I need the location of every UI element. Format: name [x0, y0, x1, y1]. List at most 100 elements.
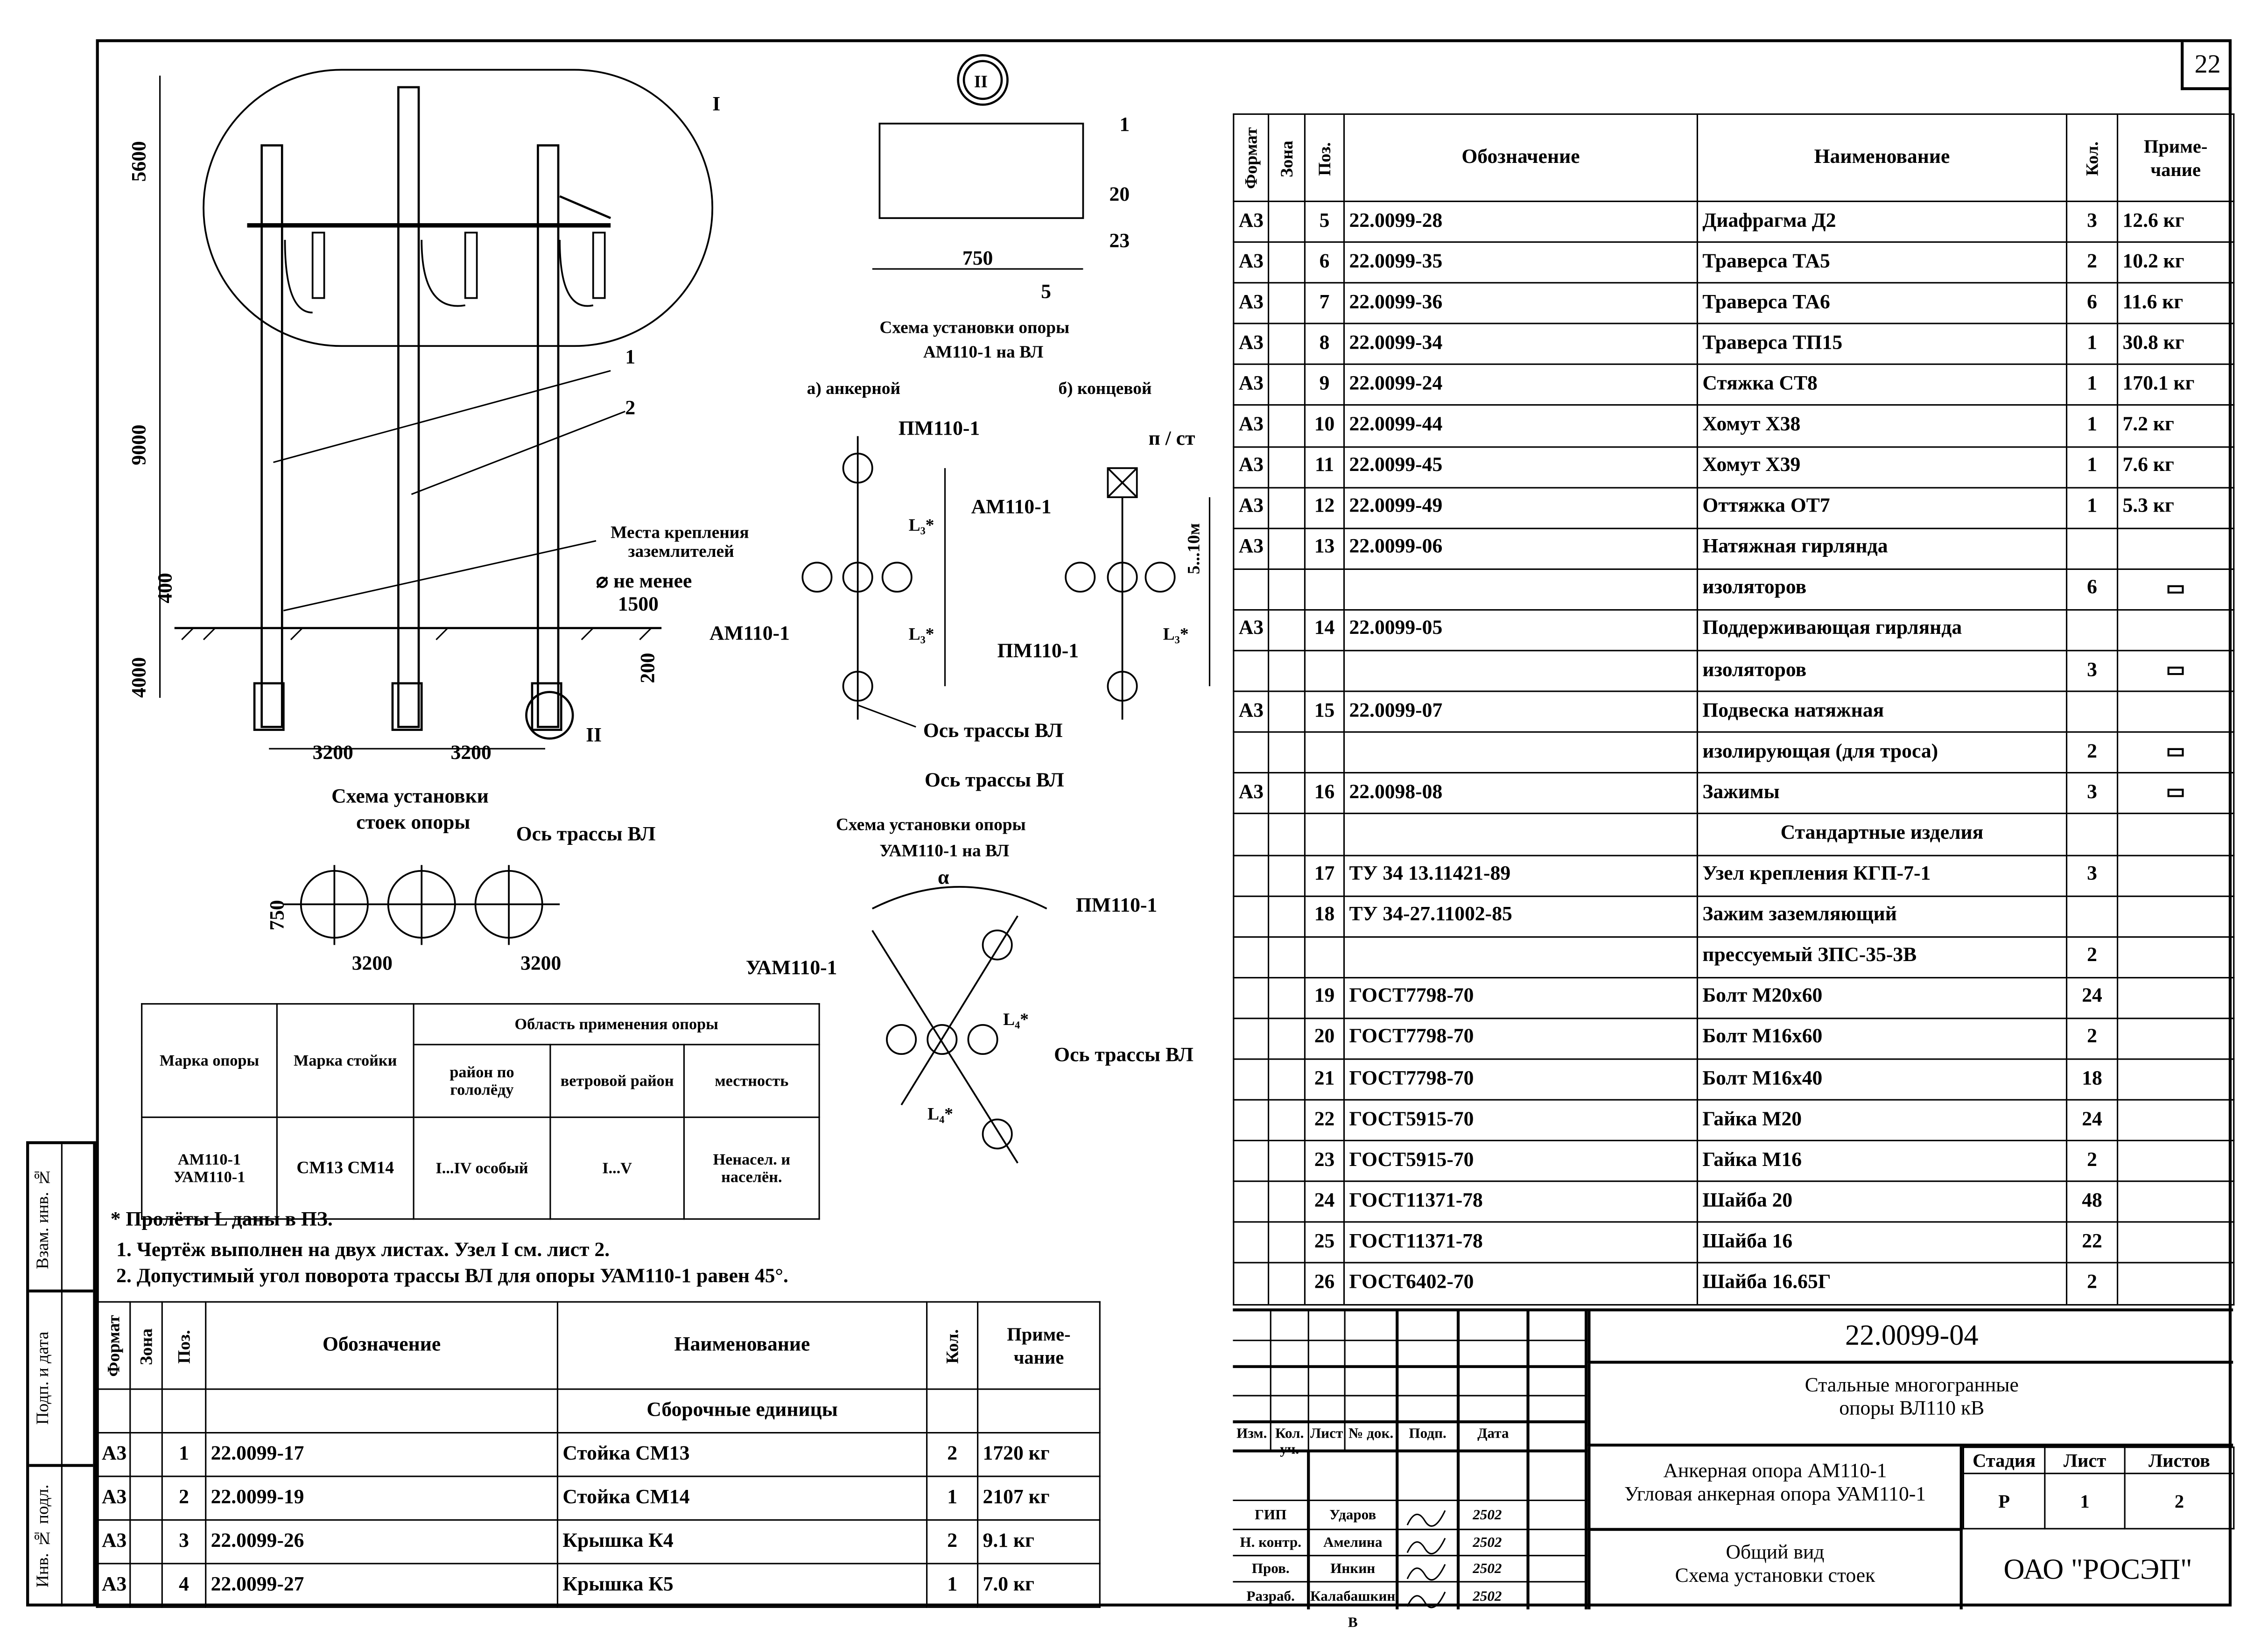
stage-value: Р: [1962, 1473, 2046, 1530]
table-cell: 17: [1304, 854, 1345, 897]
table-cell: [977, 1388, 1101, 1434]
callout-2: 2: [625, 397, 635, 419]
table-cell: А3: [1233, 364, 1270, 407]
table-cell: [2117, 1017, 2235, 1060]
table-cell: 22.0099-19: [205, 1475, 559, 1521]
node-ii-label-1: 1: [1119, 113, 1130, 135]
table-cell: 1: [2065, 364, 2119, 407]
signature: [1397, 1557, 1458, 1584]
table-cell: [2065, 527, 2119, 570]
table-cell: 18: [1304, 895, 1345, 938]
spec-header-6: Приме-чание: [977, 1301, 1101, 1390]
table-cell: [1268, 1262, 1306, 1305]
table-cell: 2: [2065, 241, 2119, 284]
table-cell: Шайба 16: [1696, 1222, 2068, 1264]
table-cell: 22.0099-07: [1343, 690, 1698, 733]
table-cell: А3: [1233, 405, 1270, 447]
table-cell: [1268, 241, 1306, 284]
table-cell: 2: [2065, 1017, 2119, 1060]
cell-ice-region: I...IV особый: [413, 1116, 551, 1220]
table-cell: [1233, 813, 1270, 856]
table-cell: Поддерживающая гирлянда: [1696, 609, 2068, 652]
table-cell: 5.3 кг: [2117, 486, 2235, 529]
note-2: 2. Допустимый угол поворота трассы ВЛ дл…: [116, 1266, 788, 1288]
table-cell: [2117, 935, 2235, 978]
table-row: изолирующая (для троса)2▭: [1233, 731, 2235, 774]
table-cell: [1233, 935, 1270, 978]
table-cell: Болт М16х40: [1696, 1058, 2068, 1101]
table-cell: Оттяжка ОТ7: [1696, 486, 2068, 529]
table-cell: 9.1 кг: [977, 1519, 1101, 1565]
table-cell: [1343, 568, 1698, 611]
table-cell: [1268, 282, 1306, 325]
table-cell: А3: [96, 1432, 131, 1477]
table-cell: 20: [1304, 1017, 1345, 1060]
table-cell: изоляторов: [1696, 650, 2068, 692]
table-row: Стандартные изделия: [1233, 813, 2235, 856]
table-cell: [1304, 650, 1345, 692]
table-cell: ТУ 34-27.11002-85: [1343, 895, 1698, 938]
table-cell: 8: [1304, 323, 1345, 365]
table-cell: Шайба 16.65Г: [1696, 1262, 2068, 1305]
table-cell: А3: [1233, 445, 1270, 488]
table-cell: 24: [1304, 1180, 1345, 1223]
dim-3200-a: 3200: [313, 741, 353, 764]
table-cell: [1268, 323, 1306, 365]
table-cell: [1268, 1058, 1306, 1101]
table-cell: [1268, 1017, 1306, 1060]
table-cell: ГОСТ7798-70: [1343, 1058, 1698, 1101]
table-cell: [1268, 772, 1306, 815]
table-cell: [1233, 854, 1270, 897]
table-cell: 7.6 кг: [2117, 445, 2235, 488]
table-cell: [2117, 813, 2235, 856]
table-cell: [2117, 1222, 2235, 1264]
min-value: 1500: [618, 593, 659, 615]
table-cell: 1: [2065, 445, 2119, 488]
table-cell: 2107 кг: [977, 1475, 1101, 1521]
dim-9000: 9000: [127, 425, 150, 465]
table-cell: [1233, 1140, 1270, 1183]
table-cell: [1233, 895, 1270, 938]
table-cell: [1268, 445, 1306, 488]
table-cell: Крышка К4: [556, 1519, 928, 1565]
label-b-distance: 5...10м: [1185, 523, 1204, 575]
table-cell: [2117, 690, 2235, 733]
table-cell: [1268, 527, 1306, 570]
table-cell: 30.8 кг: [2117, 323, 2235, 365]
insulators: [284, 232, 606, 314]
table-cell: [129, 1432, 163, 1477]
stand-axis: Ось трассы ВЛ: [516, 822, 656, 845]
table-cell: [129, 1475, 163, 1521]
table-cell: [1268, 1222, 1306, 1264]
table-cell: 3: [2065, 650, 2119, 692]
table-cell: [2065, 813, 2119, 856]
table-cell: [2117, 1180, 2235, 1223]
table-cell: [129, 1388, 163, 1434]
label-b-substation: п / ст: [1149, 427, 1195, 449]
table-cell: Болт М20х60: [1696, 976, 2068, 1019]
table-cell: [1268, 364, 1306, 407]
table-cell: ГОСТ5915-70: [1343, 1140, 1698, 1183]
table-cell: [1268, 405, 1306, 447]
table-cell: ГОСТ5915-70: [1343, 1099, 1698, 1142]
cell-terrain: Ненасел. и населён.: [683, 1116, 820, 1220]
signer-date: 2502: [1473, 1588, 1502, 1605]
table-cell: ▭: [2117, 731, 2235, 774]
scheme-uam: [871, 886, 1047, 1164]
signature: [1397, 1530, 1458, 1557]
table-cell: 12.6 кг: [2117, 200, 2235, 243]
label-uam-l4-a: L₄*: [1003, 1010, 1029, 1029]
table-cell: Натяжная гирлянда: [1696, 527, 2068, 570]
table-cell: ▭: [2117, 650, 2235, 692]
table-cell: 22.0099-05: [1343, 609, 1698, 652]
table-cell: [2117, 1058, 2235, 1101]
table-cell: [1233, 1058, 1270, 1101]
